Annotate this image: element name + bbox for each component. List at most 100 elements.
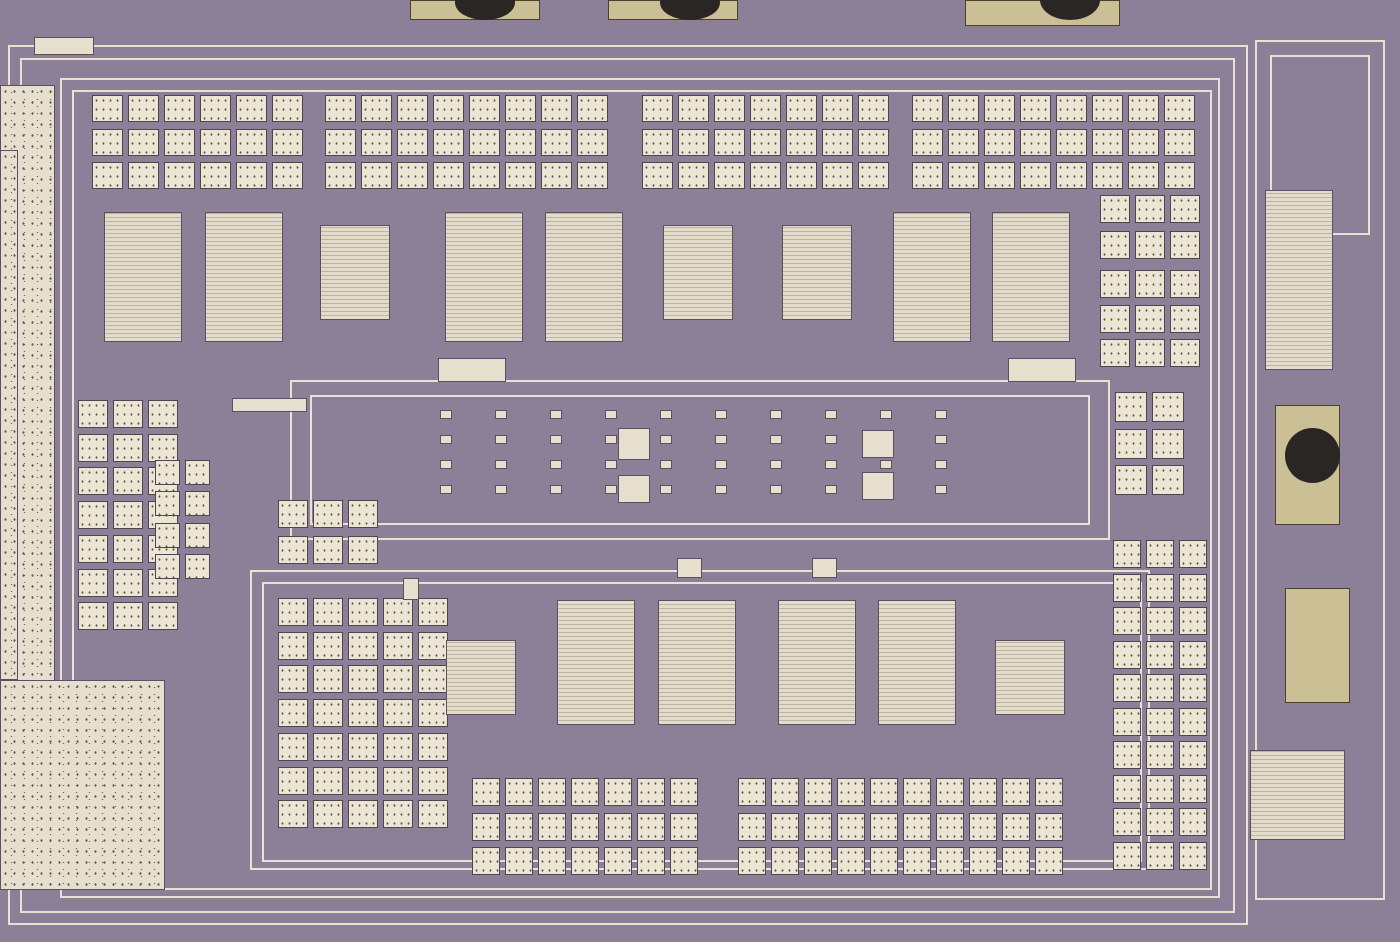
metal-trace	[1255, 40, 1385, 900]
capacitor-cell	[1164, 95, 1195, 122]
contact-square	[618, 475, 650, 503]
bond-wire-ball	[1285, 428, 1340, 483]
capacitor-cell	[472, 847, 500, 876]
bond-area-left-top	[0, 150, 18, 680]
cap-array-right-top	[1100, 195, 1205, 261]
capacitor-cell	[948, 128, 979, 156]
resistor-bar	[438, 358, 506, 382]
cap-array-bottom-1	[472, 778, 703, 877]
capacitor-cell	[128, 95, 159, 122]
capacitor-cell	[577, 128, 608, 156]
resistor-bar	[34, 37, 94, 55]
capacitor-cell	[538, 812, 566, 841]
capacitor-cell	[383, 665, 413, 694]
capacitor-cell	[984, 95, 1015, 122]
capacitor-cell	[1170, 270, 1200, 298]
output-transistor	[557, 600, 635, 725]
output-transistor	[320, 225, 390, 320]
capacitor-cell	[858, 128, 889, 156]
capacitor-cell	[837, 778, 865, 806]
contact	[715, 460, 727, 469]
capacitor-cell	[771, 812, 799, 841]
output-transistor	[1265, 190, 1333, 370]
capacitor-cell	[148, 602, 178, 631]
contact	[770, 485, 782, 494]
capacitor-cell	[505, 778, 533, 806]
capacitor-cell	[313, 800, 343, 829]
capacitor-cell	[1113, 707, 1141, 736]
capacitor-cell	[903, 847, 931, 876]
capacitor-cell	[433, 128, 464, 156]
capacitor-cell	[278, 732, 308, 761]
capacitor-cell	[1020, 128, 1051, 156]
capacitor-cell	[505, 162, 536, 190]
capacitor-cell	[604, 812, 632, 841]
contact	[715, 485, 727, 494]
metal-trace	[310, 395, 1090, 525]
capacitor-cell	[1179, 841, 1207, 870]
capacitor-cell	[272, 95, 303, 122]
capacitor-cell	[313, 732, 343, 761]
capacitor-cell	[1056, 162, 1087, 190]
capacitor-cell	[714, 162, 745, 190]
capacitor-cell	[278, 598, 308, 626]
capacitor-cell	[1035, 778, 1063, 806]
capacitor-cell	[1056, 128, 1087, 156]
capacitor-cell	[278, 699, 308, 728]
capacitor-cell	[984, 128, 1015, 156]
capacitor-cell	[185, 491, 210, 517]
output-transistor	[205, 212, 283, 342]
capacitor-cell	[418, 699, 448, 728]
capacitor-cell	[1113, 540, 1141, 568]
capacitor-cell	[936, 812, 964, 841]
capacitor-cell	[642, 162, 673, 190]
cap-array-bottom-2	[738, 778, 1068, 877]
capacitor-cell	[348, 732, 378, 761]
capacitor-cell	[642, 128, 673, 156]
contact	[660, 410, 672, 419]
contact	[495, 435, 507, 444]
capacitor-cell	[538, 847, 566, 876]
contact	[403, 578, 419, 600]
capacitor-cell	[113, 501, 143, 530]
capacitor-cell	[348, 699, 378, 728]
cap-array-top-3	[642, 95, 894, 191]
capacitor-cell	[325, 128, 356, 156]
capacitor-cell	[1170, 339, 1200, 368]
capacitor-cell	[837, 812, 865, 841]
output-transistor	[104, 212, 182, 342]
contact	[812, 558, 837, 578]
capacitor-cell	[278, 766, 308, 795]
capacitor-cell	[418, 665, 448, 694]
capacitor-cell	[804, 812, 832, 841]
capacitor-cell	[155, 491, 180, 517]
capacitor-cell	[1135, 339, 1165, 368]
capacitor-cell	[1146, 841, 1174, 870]
capacitor-cell	[571, 778, 599, 806]
output-transistor	[995, 640, 1065, 715]
contact	[605, 410, 617, 419]
capacitor-cell	[1113, 674, 1141, 702]
capacitor-cell	[1146, 640, 1174, 669]
capacitor-cell	[670, 812, 698, 841]
capacitor-cell	[361, 128, 392, 156]
output-transistor	[545, 212, 623, 342]
capacitor-cell	[418, 766, 448, 795]
capacitor-cell	[678, 162, 709, 190]
capacitor-cell	[313, 598, 343, 626]
cap-array-top-1	[92, 95, 308, 191]
resistor-bar	[232, 398, 307, 412]
capacitor-cell	[505, 128, 536, 156]
capacitor-cell	[541, 128, 572, 156]
capacitor-cell	[738, 812, 766, 841]
contact	[825, 485, 837, 494]
capacitor-cell	[1128, 95, 1159, 122]
capacitor-cell	[738, 847, 766, 876]
capacitor-cell	[278, 535, 308, 564]
capacitor-cell	[1092, 162, 1123, 190]
capacitor-cell	[348, 500, 378, 528]
capacitor-cell	[1146, 674, 1174, 702]
contact-square	[862, 430, 894, 458]
capacitor-cell	[1113, 640, 1141, 669]
capacitor-cell	[1179, 607, 1207, 635]
